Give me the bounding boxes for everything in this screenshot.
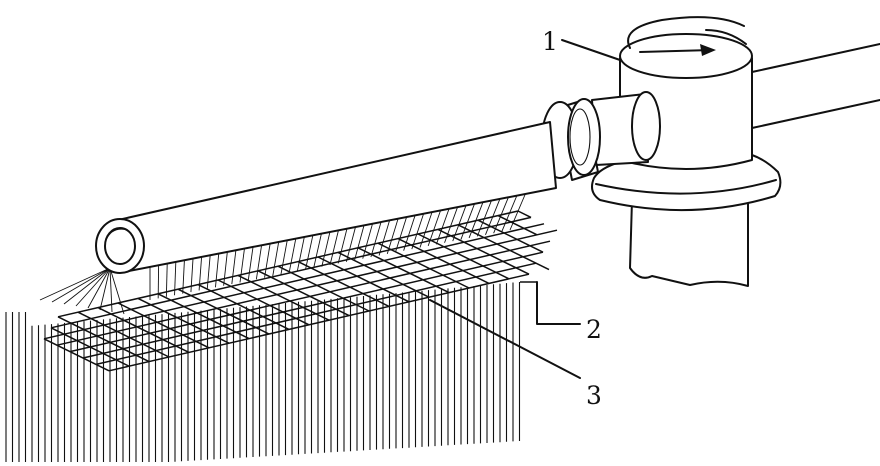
mesh-line [397, 237, 490, 285]
spray-jet-line [39, 267, 111, 301]
spray-jet-line [206, 251, 211, 289]
spray-jet-line [264, 238, 272, 278]
spray-jet-line [231, 246, 237, 285]
callout-label-2: 2 [586, 315, 602, 344]
mesh-line [82, 251, 544, 359]
mesh-line [43, 223, 545, 340]
spray-jet-line [87, 267, 111, 309]
mesh-line [157, 293, 250, 340]
mesh-line [257, 270, 350, 317]
mesh-line [43, 338, 110, 372]
spray-jet-line [51, 267, 111, 303]
mesh-grid [43, 210, 558, 372]
mesh-line [317, 256, 410, 303]
support-column [629, 197, 749, 287]
mesh-line [237, 274, 330, 321]
mesh-line [177, 288, 270, 335]
mesh-line [117, 302, 210, 349]
spray-jet-line [255, 240, 263, 280]
spray-jet-line [63, 267, 111, 305]
mesh-line [277, 265, 370, 312]
mesh-line [77, 311, 170, 358]
rotation-arrow-head-icon [700, 44, 716, 56]
spray-jet-line [99, 267, 111, 311]
spray-jet-line [165, 261, 168, 297]
spray-jet-line [75, 267, 111, 307]
mesh-line [137, 297, 230, 344]
spray-jet-line [272, 236, 280, 277]
leader-lines [429, 39, 621, 379]
mesh-line [417, 233, 510, 280]
mesh-line [357, 247, 450, 294]
spray-tube [95, 121, 557, 274]
spray-jet-line [247, 242, 255, 281]
callout-label-3: 3 [586, 381, 602, 410]
mesh-line [197, 283, 290, 331]
mesh-line [57, 316, 150, 363]
mesh-line [497, 214, 538, 236]
mesh-line [337, 251, 430, 298]
mesh-line [97, 306, 190, 354]
spray-jet-line [296, 231, 306, 272]
mesh-line [56, 229, 558, 346]
spray-jet-line [288, 233, 298, 274]
mesh-line [457, 224, 550, 271]
mesh-line [108, 273, 530, 372]
strands [5, 281, 537, 462]
horizontal-arm [751, 43, 880, 129]
spray-jet-line [215, 250, 220, 288]
mesh-line [57, 210, 519, 318]
mesh-line [217, 279, 310, 326]
mesh-line [437, 228, 530, 275]
mesh-line [50, 327, 130, 367]
spray-jet-line [109, 267, 125, 315]
mesh-line [517, 210, 532, 219]
mesh-line [297, 260, 390, 308]
mesh-line [377, 242, 470, 289]
mesh-line [477, 219, 544, 253]
spray-jet-line [223, 248, 229, 286]
callout-label-1: 1 [542, 27, 558, 56]
